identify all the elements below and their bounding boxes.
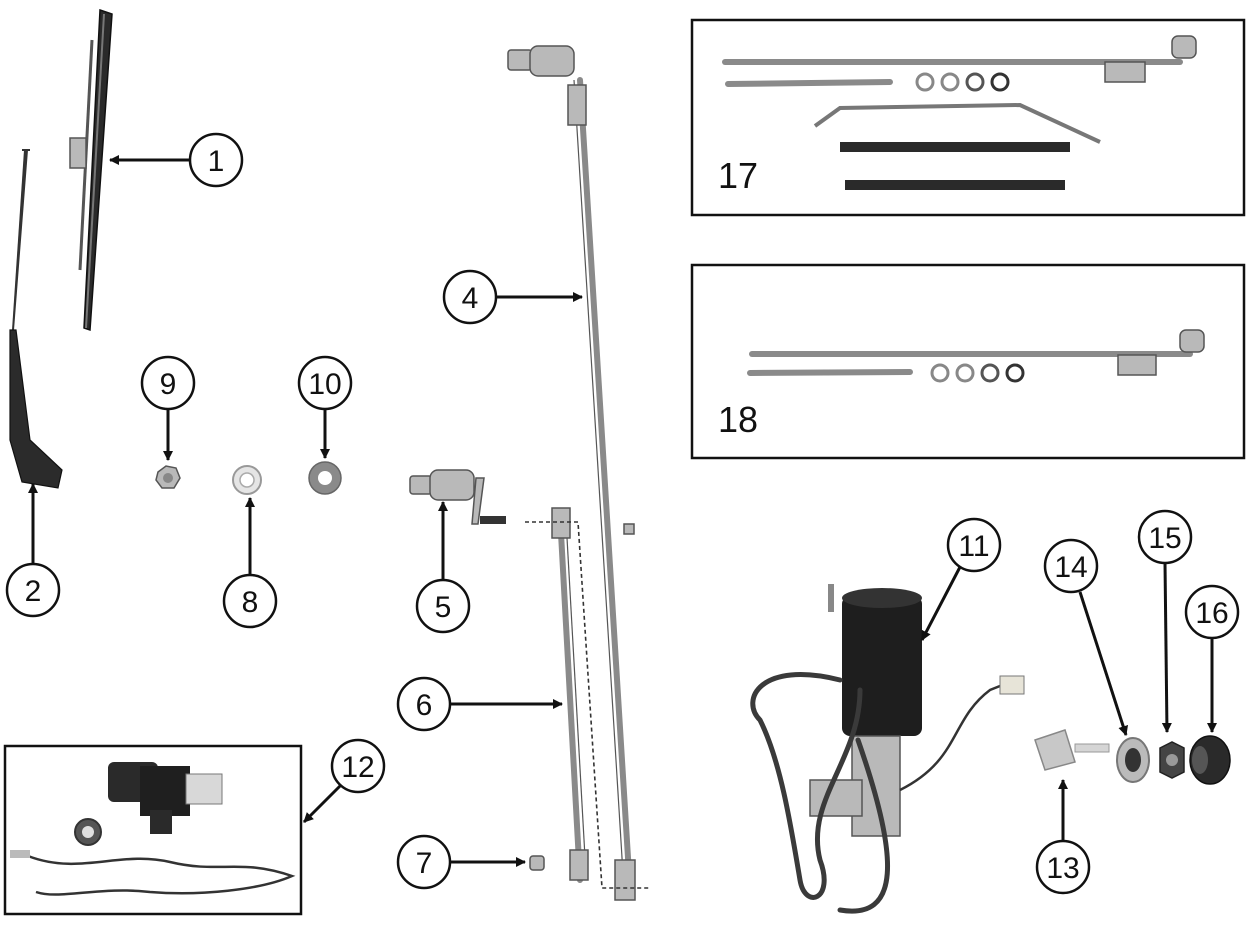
callout-14: 14 [1043, 538, 1129, 736]
callout-8-label: 8 [242, 586, 259, 619]
callout-1-label: 1 [208, 145, 225, 178]
callout-4: 4 [442, 269, 583, 325]
bezel-icon [1116, 737, 1150, 783]
callout-12-label: 12 [341, 751, 374, 784]
callout-15-label: 15 [1148, 522, 1181, 555]
kit-17-label: 17 [718, 155, 758, 196]
callout-12: 12 [302, 738, 386, 824]
pivot-nut-icon [1159, 741, 1185, 779]
callout-9: 9 [140, 355, 196, 461]
nut-icon [155, 465, 181, 489]
linkage-short-icon [525, 507, 650, 889]
callout-2: 2 [5, 483, 61, 618]
callout-5: 5 [415, 501, 471, 634]
washer-icon [232, 465, 262, 495]
callout-14-label: 14 [1054, 551, 1087, 584]
pivot-icon [409, 469, 506, 525]
clip-icon [529, 855, 545, 871]
callout-1: 1 [109, 132, 244, 188]
callout-16: 16 [1184, 584, 1240, 733]
callout-15: 15 [1137, 509, 1193, 733]
callout-13-label: 13 [1046, 852, 1079, 885]
callout-13: 13 [1035, 779, 1091, 895]
callout-7-label: 7 [416, 847, 433, 880]
callout-2-label: 2 [25, 575, 42, 608]
wiper-arm-icon [9, 149, 63, 489]
wiper-motor-icon [750, 584, 1025, 914]
callout-10-label: 10 [308, 368, 341, 401]
callout-11: 11 [920, 517, 1002, 641]
washer-pump-kit-box [3, 744, 303, 916]
wiper-blade-icon [69, 8, 113, 332]
washer-pump-icon [74, 762, 223, 846]
linkage-long-icon [507, 45, 636, 901]
callout-6: 6 [396, 676, 563, 732]
kit-18-label: 18 [718, 399, 758, 440]
kit-17-box: 17 [690, 18, 1246, 217]
callout-10: 10 [297, 355, 353, 459]
bushing-icon [1034, 729, 1110, 771]
kit-18-box: 18 [690, 263, 1246, 460]
callout-7: 7 [396, 834, 526, 890]
callout-16-label: 16 [1195, 597, 1228, 630]
callout-4-label: 4 [462, 282, 479, 315]
pivot-cap-icon [1189, 735, 1231, 785]
callout-5-label: 5 [435, 591, 452, 624]
callout-9-label: 9 [160, 368, 177, 401]
callout-8: 8 [222, 497, 278, 629]
callout-6-label: 6 [416, 689, 433, 722]
callout-11-label: 11 [958, 530, 989, 563]
spacer-icon [308, 461, 342, 495]
